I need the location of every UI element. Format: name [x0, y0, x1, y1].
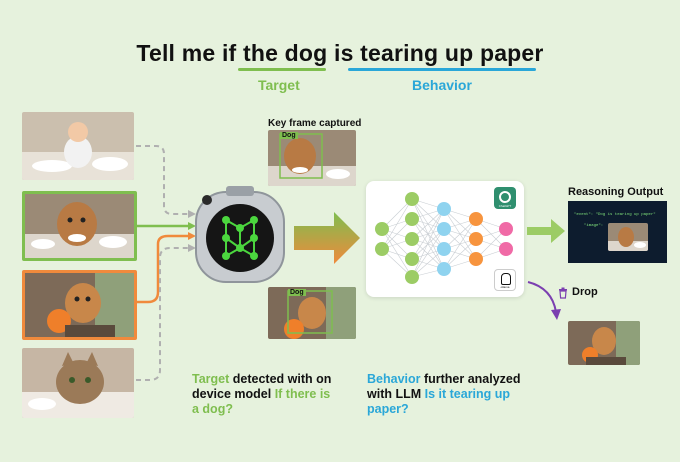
llm-to-output-arrow	[527, 219, 565, 243]
drop-label: Drop	[572, 286, 598, 298]
behavior-caption: Behavior further analyzed with LLM Is it…	[367, 372, 527, 417]
target-caption-keyword: Target	[192, 372, 230, 386]
target-caption-question: If there is a dog?	[192, 387, 331, 416]
reasoning-thumbnail	[608, 223, 648, 251]
behavior-underline	[348, 68, 536, 71]
title-text: Tell me if the dog is tearing up paper	[136, 40, 544, 66]
keyframe-image: Dog	[268, 130, 356, 186]
ollama-logo-icon: ollama	[494, 269, 516, 291]
target-underline	[238, 68, 326, 71]
behavior-caption-question: Is it tearing up paper?	[367, 387, 511, 416]
ollama-logo-text: ollama	[500, 285, 510, 289]
page-title: Tell me if the dog is tearing up paper	[0, 40, 680, 67]
keyframe-bbox-label: Dog	[280, 132, 298, 139]
behavior-label: Behavior	[412, 77, 472, 93]
dropped-frame-image	[568, 321, 640, 365]
target-caption-body: detected with on device model	[192, 372, 332, 401]
chatgpt-logo-icon: ChatGPT	[494, 187, 516, 209]
frame-baby	[22, 112, 134, 180]
device-to-llm-arrow	[294, 212, 360, 264]
reasoning-output-box: "event": "Dog is tearing up paper" "imag…	[568, 201, 667, 263]
trash-icon	[558, 286, 568, 299]
second-frame-image: Dog	[268, 287, 356, 339]
frame-dog-ball	[22, 270, 137, 340]
llm-network-box: ChatGPT ollama	[366, 181, 524, 297]
drop-arrow	[527, 281, 561, 320]
behavior-caption-keyword: Behavior	[367, 372, 421, 386]
target-caption: Target detected with on device model If …	[192, 372, 332, 417]
reasoning-title: Reasoning Output	[568, 186, 664, 198]
input-connectors	[134, 145, 196, 381]
chatgpt-logo-text: ChatGPT	[498, 204, 512, 208]
reasoning-line2: "image":	[584, 224, 604, 228]
reasoning-line1: "event": "Dog is tearing up paper"	[574, 213, 656, 217]
behavior-caption-body: further analyzed with LLM	[367, 372, 521, 401]
keyframe-caption: Key frame captured	[268, 118, 362, 129]
second-frame-bbox-label: Dog	[288, 289, 306, 296]
target-label: Target	[258, 77, 300, 93]
frame-cat	[22, 348, 134, 418]
device-icon	[192, 186, 288, 286]
frame-dog-paper	[22, 191, 137, 261]
